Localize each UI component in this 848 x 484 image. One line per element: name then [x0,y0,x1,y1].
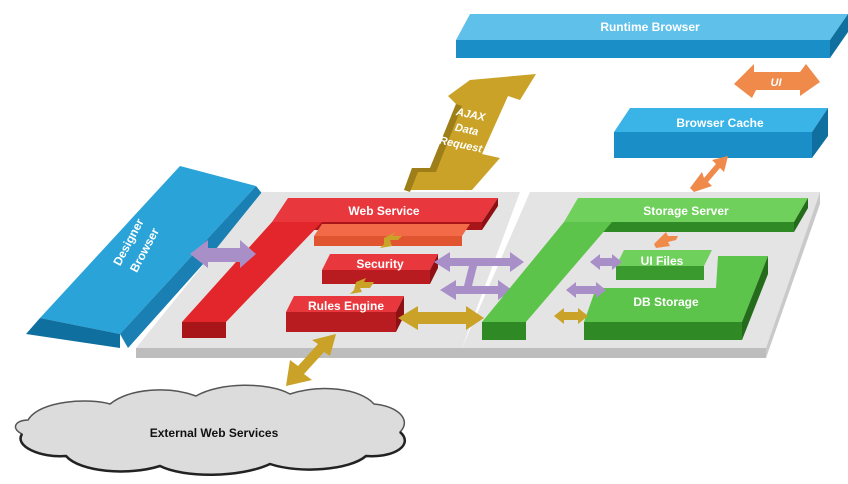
ui-arrow: UI [734,64,820,98]
db-storage-block: DB Storage [584,256,768,340]
dbstorage-purple-arrow [566,282,606,298]
browser-cache-label: Browser Cache [676,116,764,130]
security-label: Security [356,257,404,271]
designer-browser-block: Designer Browser [26,166,264,348]
dbstorage-gold-arrow [554,308,588,324]
ui-files-label: UI Files [641,254,684,268]
runtime-browser-label: Runtime Browser [600,20,700,34]
rules-engine-label: Rules Engine [308,299,384,313]
security-storage-arrow-lower [440,280,512,300]
security-rules-arrow [350,278,374,294]
designer-webservice-arrow [190,240,256,268]
security-block: Security [322,254,438,284]
vertical-purple-connector [462,262,478,294]
db-storage-label: DB Storage [633,295,699,309]
web-service-label: Web Service [348,204,419,218]
rules-external-arrow [286,334,336,386]
storage-uifiles-arrow [654,232,678,248]
runtime-browser-block: Runtime Browser [456,14,848,58]
security-storage-arrow [434,252,524,272]
storage-server-block: Storage Server [482,198,808,340]
web-service-block: Web Service [182,198,498,338]
external-web-services-cloud: External Web Services [14,384,407,476]
rules-engine-block: Rules Engine [286,296,404,332]
ui-arrow-label: UI [771,77,783,89]
ui-files-block: UI Files [616,250,712,280]
external-web-services-label: External Web Services [150,426,279,440]
storage-server-label: Storage Server [643,204,729,218]
ajax-request-arrow: AJAX Data Request [404,74,536,192]
browser-cache-block: Browser Cache [614,108,828,158]
cache-storage-arrow [690,156,728,192]
web-security-arrow [380,232,402,248]
ajax-label-line2: Data [454,122,480,139]
rules-storage-arrow [398,306,484,330]
uifiles-purple-arrow [590,254,622,270]
